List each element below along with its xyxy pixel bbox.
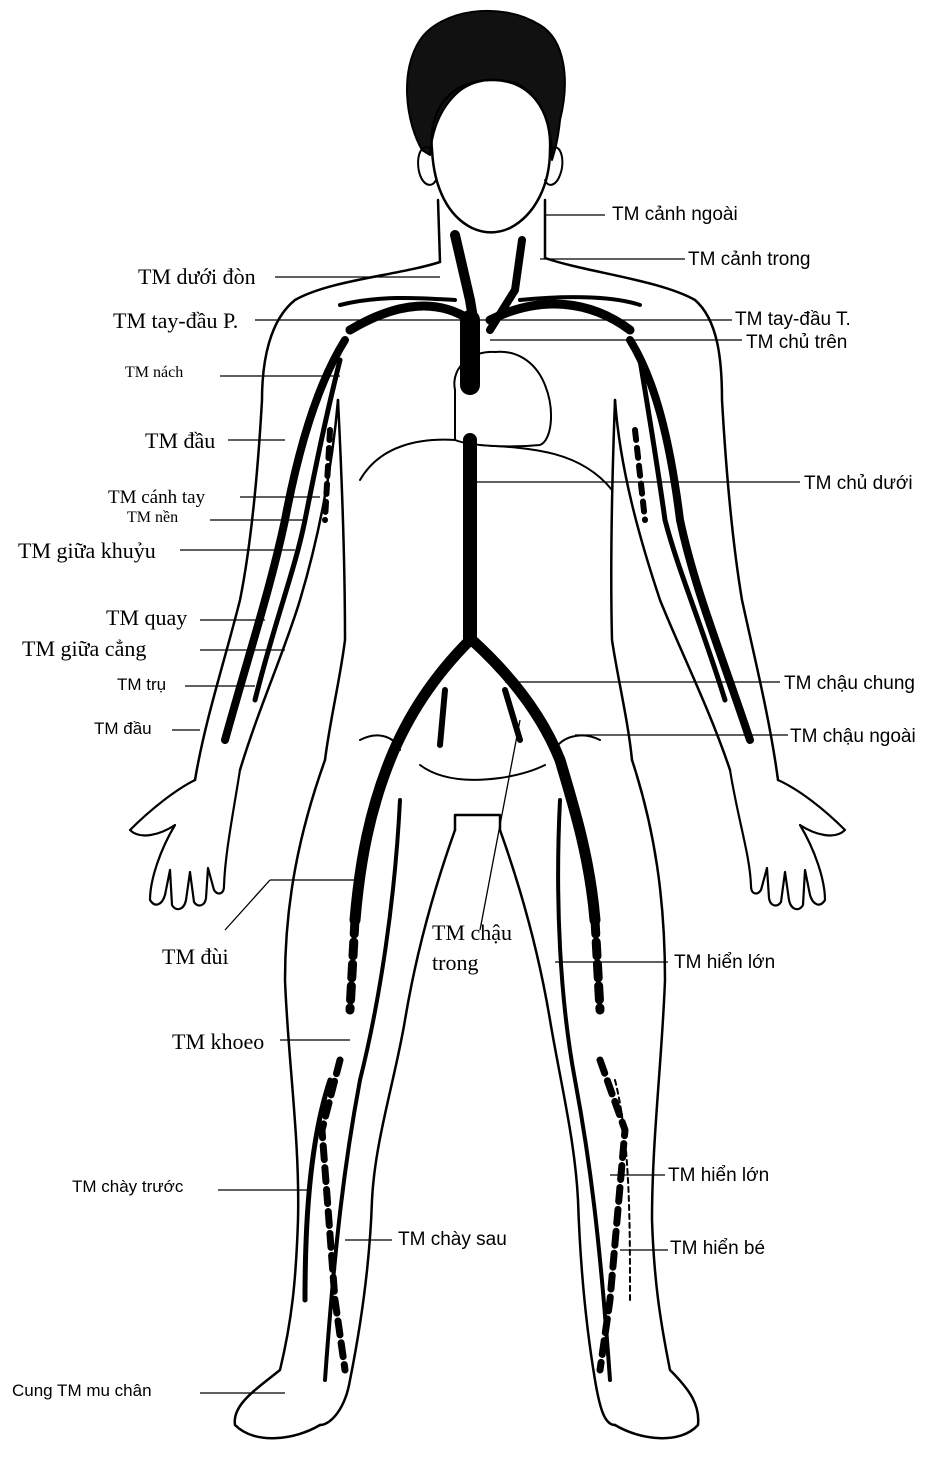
right-leg-femoral bbox=[595, 920, 600, 1010]
label-tm-duoi-don: TM dưới đòn bbox=[138, 266, 256, 288]
label-tm-giua-cang: TM giữa cẳng bbox=[22, 638, 146, 660]
torso-right-outline bbox=[545, 258, 778, 780]
label-tm-tay-dau-t: TM tay-đầu T. bbox=[735, 310, 851, 329]
label-tm-nach: TM nách bbox=[125, 365, 183, 381]
label-tm-chau-ngoai: TM chậu ngoài bbox=[790, 727, 916, 746]
label-tm-khoeo: TM khoeo bbox=[172, 1031, 264, 1053]
label-tm-chau-chung: TM chậu chung bbox=[784, 674, 915, 693]
crotch bbox=[455, 815, 500, 830]
label-tm-hien-lon-lower: TM hiển lớn bbox=[668, 1166, 769, 1185]
label-tm-tay-dau-p: TM tay-đầu P. bbox=[113, 310, 238, 332]
left-arm-dashed bbox=[325, 430, 330, 520]
left-arm-vein-outer bbox=[225, 340, 345, 740]
brachiocephalic-left bbox=[350, 306, 470, 330]
left-arm-vein-inner bbox=[255, 360, 340, 700]
label-tm-dui: TM đùi bbox=[162, 946, 229, 968]
label-tm-dau-upper: TM đầu bbox=[145, 430, 215, 452]
label-tm-chu-tren: TM chủ trên bbox=[746, 333, 847, 352]
label-tm-canh-tay: TM cánh tay bbox=[108, 488, 205, 507]
label-tm-canh-trong: TM cảnh trong bbox=[688, 250, 811, 269]
label-tm-quay: TM quay bbox=[106, 607, 187, 629]
brachiocephalic-right bbox=[490, 304, 630, 330]
label-cung-tm-mu-chan: Cung TM mu chân bbox=[12, 1382, 152, 1399]
label-tm-nen: TM nền bbox=[127, 510, 178, 526]
label-tm-chau-trong-line1: TM chậu bbox=[432, 922, 512, 944]
label-tm-tru: TM trụ bbox=[117, 676, 166, 693]
label-tm-chay-truoc: TM chày trước bbox=[72, 1178, 183, 1195]
left-leg-outer bbox=[235, 760, 325, 1438]
left-hand bbox=[130, 770, 240, 909]
label-tm-chau-trong-line2: trong bbox=[432, 952, 478, 974]
label-tm-chay-sau: TM chày sau bbox=[398, 1230, 507, 1249]
label-tm-hien-be: TM hiển bé bbox=[670, 1239, 765, 1258]
internal-iliac-left bbox=[440, 690, 445, 745]
right-hand bbox=[730, 770, 845, 909]
left-leg-femoral bbox=[350, 920, 355, 1010]
right-leg-outer bbox=[615, 760, 698, 1438]
label-tm-giua-khuyu: TM giữa khuỷu bbox=[18, 540, 156, 562]
neck-left bbox=[438, 200, 440, 262]
right-arm-dashed bbox=[635, 430, 645, 520]
label-tm-chu-duoi: TM chủ dưới bbox=[804, 474, 913, 493]
clavicles bbox=[340, 297, 640, 305]
label-tm-hien-lon-upper: TM hiển lớn bbox=[674, 953, 775, 972]
iliac-left bbox=[355, 640, 470, 920]
label-tm-canh-ngoai: TM cảnh ngoài bbox=[612, 205, 738, 224]
label-tm-dau-lower: TM đầu bbox=[94, 720, 152, 737]
